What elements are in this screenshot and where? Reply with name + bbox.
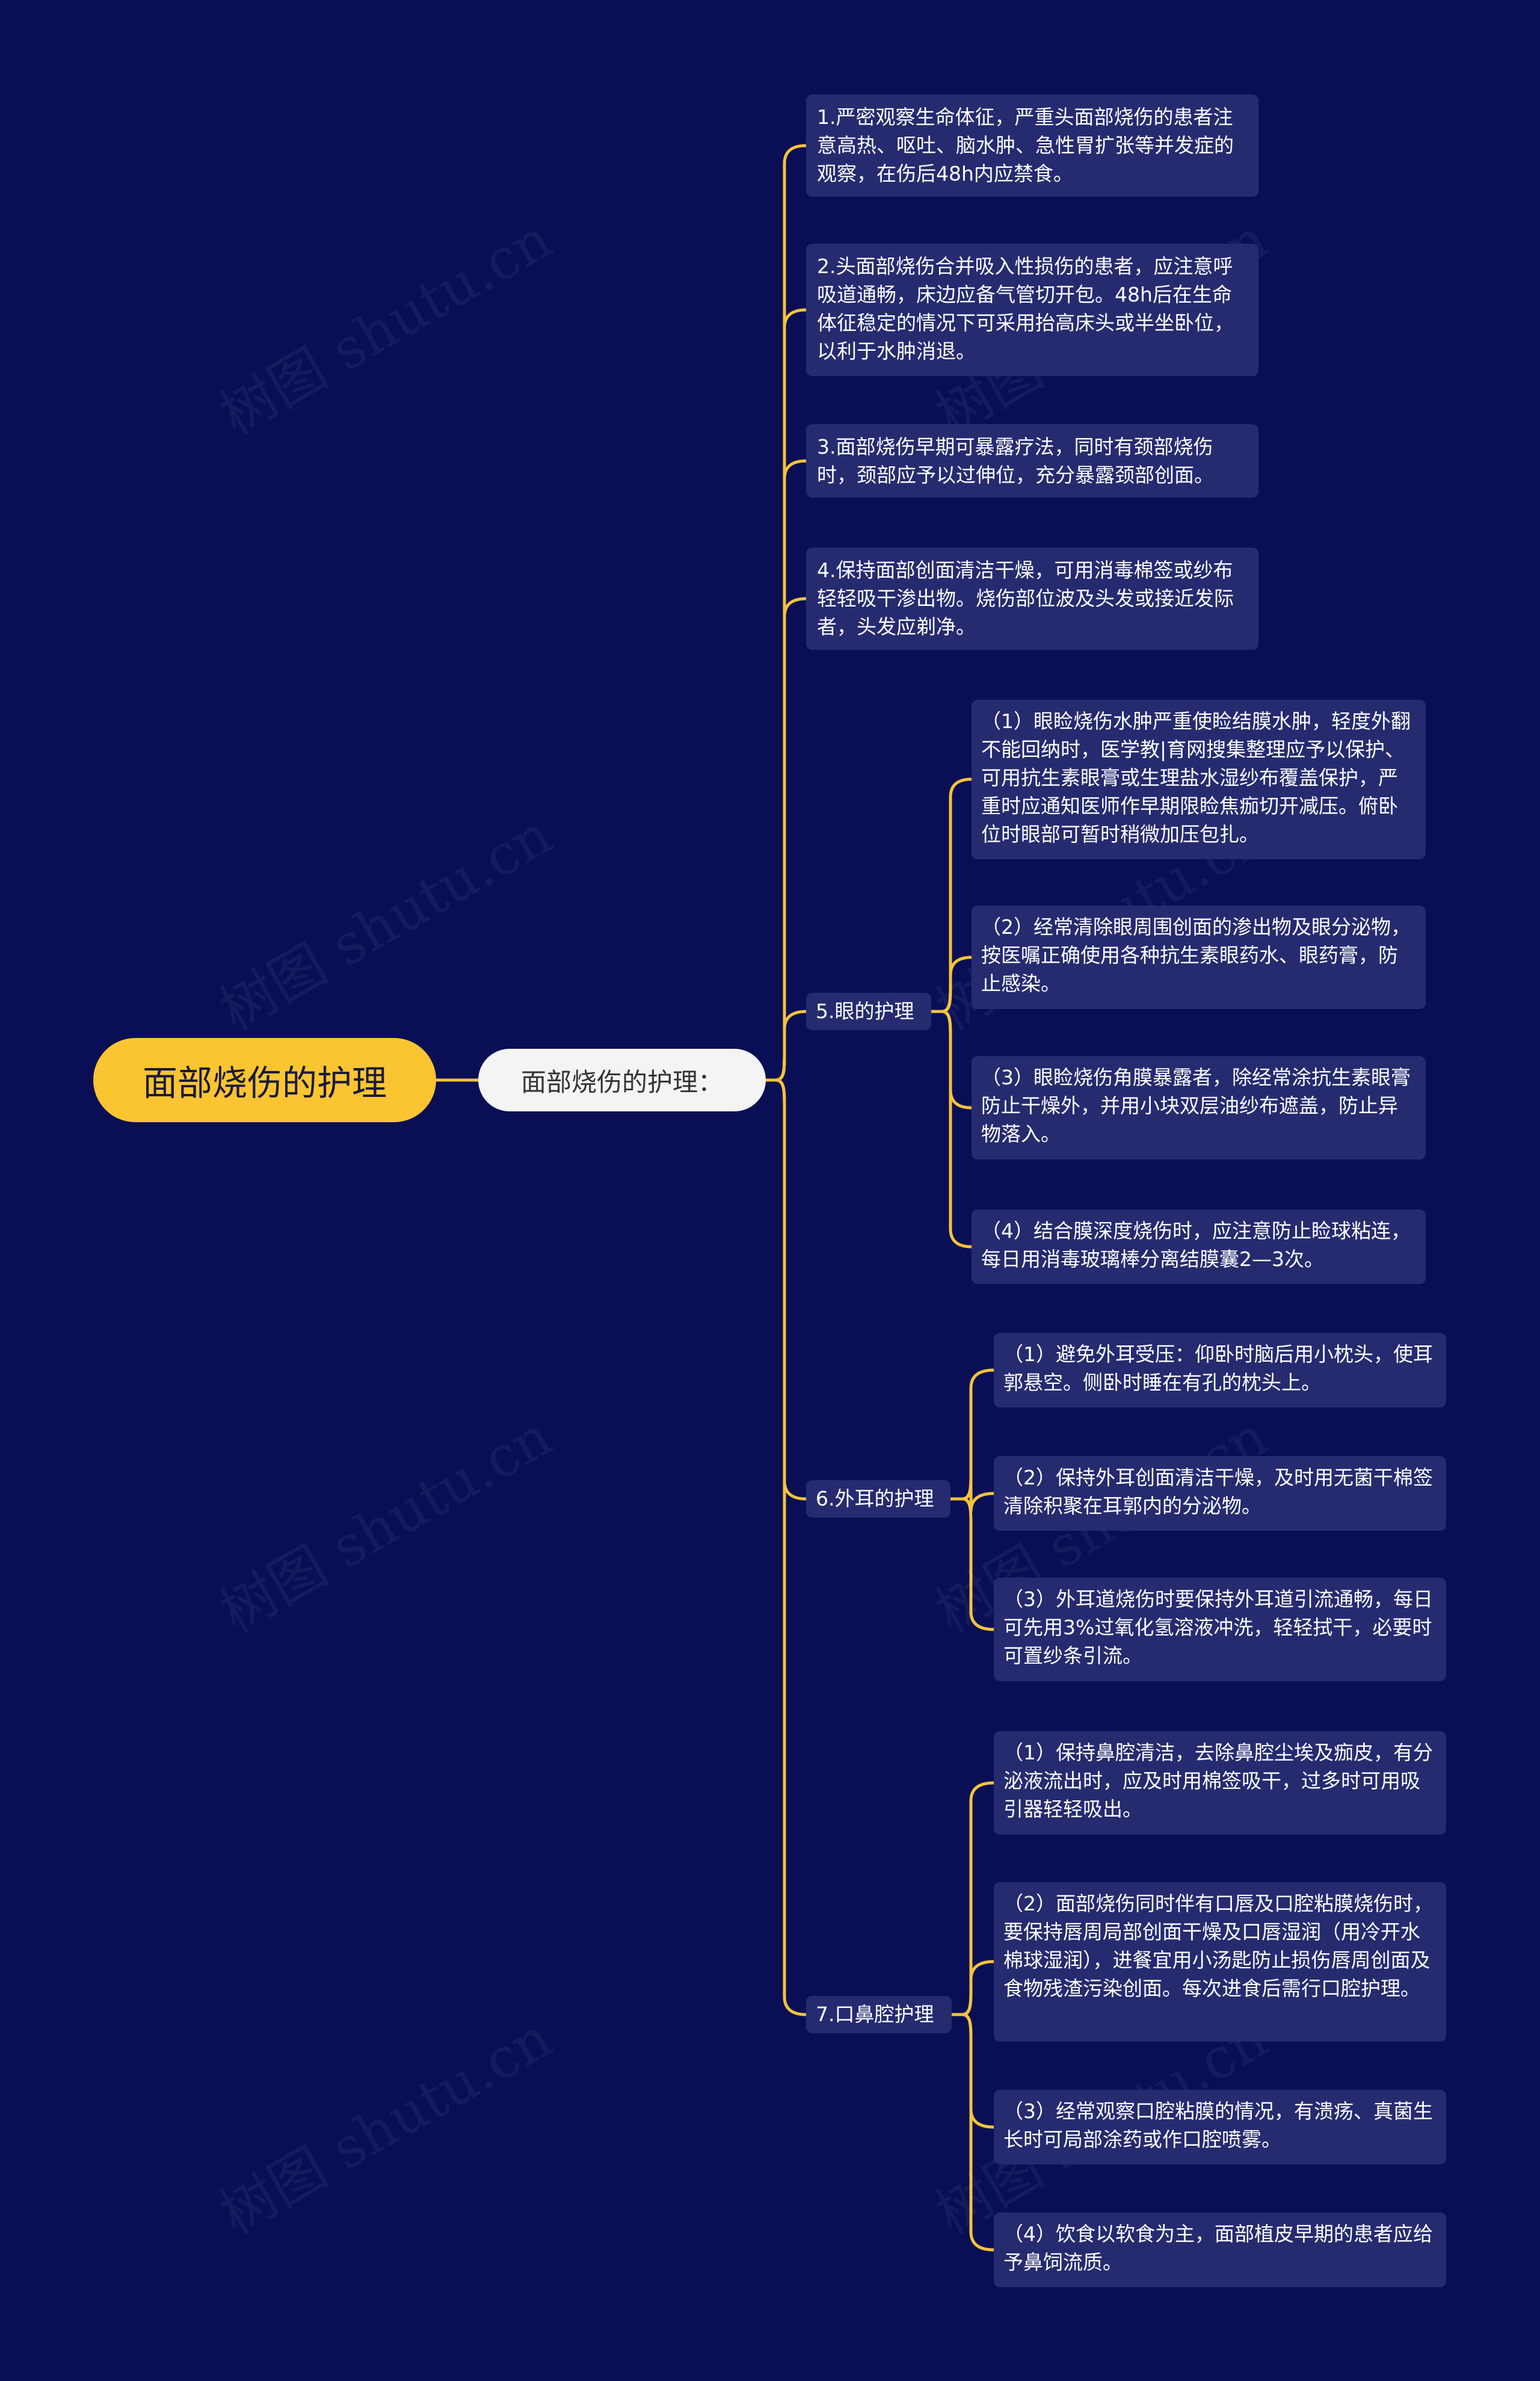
root-node[interactable]: 面部烧伤的护理 (93, 1038, 436, 1122)
mouth-nose-connector (961, 1960, 996, 2016)
eye-care-item[interactable]: （2）经常清除眼周围创面的渗出物及眼分泌物，按医嘱正确使用各种抗生素眼药水、眼药… (972, 906, 1426, 1009)
group-label-eye[interactable]: 5.眼的护理 (806, 993, 931, 1030)
ear-connector (961, 1474, 996, 1512)
main-connector (774, 144, 808, 1082)
group-label-ear[interactable]: 6.外耳的护理 (806, 1480, 950, 1518)
main-connector (774, 459, 808, 1082)
ear-care-item[interactable]: （1）避免外耳受压：仰卧时脑后用小枕头，使耳郭悬空。侧卧时睡在有孔的枕头上。 (994, 1333, 1446, 1407)
mouth-nose-care-item[interactable]: （1）保持鼻腔清洁，去除鼻腔尘埃及痂皮，有分泌液流出时，应及时用棉签吸干，过多时… (994, 1731, 1446, 1835)
ear-care-item[interactable]: （3）外耳道烧伤时要保持外耳道引流通畅，每日可先用3%过氧化氢溶液冲洗，轻轻拭干… (994, 1578, 1446, 1681)
mouth-nose-connector (961, 2013, 996, 2129)
item-node[interactable]: 2.头面部烧伤合并吸入性损伤的患者，应注意呼吸道通畅，床边应备气管切开包。48h… (806, 244, 1258, 376)
main-connector (774, 1010, 808, 1082)
mouth-nose-care-item[interactable]: （4）饮食以软食为主，面部植皮早期的患者应给予鼻饲流质。 (994, 2213, 1446, 2287)
item-node[interactable]: 3.面部烧伤早期可暴露疗法，同时有颈部烧伤时，颈部应予以过伸位，充分暴露颈部创面… (806, 424, 1258, 498)
item-node[interactable]: 4.保持面部创面清洁干燥，可用消毒棉签或纱布轻轻吸干渗出物。烧伤部位波及头发或接… (806, 548, 1258, 650)
group-label-mouth-nose[interactable]: 7.口鼻腔护理 (806, 1996, 952, 2033)
eye-care-item[interactable]: （1）眼睑烧伤水肿严重使睑结膜水肿，轻度外翻不能回纳时，医学教|育网搜集整理应予… (972, 700, 1426, 859)
eye-care-item[interactable]: （3）眼睑烧伤角膜暴露者，除经常涂抗生素眼膏防止干燥外，并用小块双层油纱布遮盖，… (972, 1056, 1426, 1160)
main-connector (774, 597, 808, 1082)
mouth-nose-connector (961, 2013, 996, 2252)
eye-connector (940, 956, 973, 1013)
level1-node[interactable]: 面部烧伤的护理： (478, 1049, 766, 1111)
main-connector (774, 1078, 808, 2016)
mouth-nose-connector (961, 1781, 996, 2016)
mouth-nose-care-item[interactable]: （3）经常观察口腔粘膜的情况，有溃疡、真菌生长时可局部涂药或作口腔喷雾。 (994, 2090, 1446, 2164)
mouth-nose-care-item[interactable]: （2）面部烧伤同时伴有口唇及口腔粘膜烧伤时，要保持唇周局部创面干燥及口唇湿润（用… (994, 1882, 1446, 2042)
ear-care-item[interactable]: （2）保持外耳创面清洁干燥，及时用无菌干棉签清除积聚在耳郭内的分泌物。 (994, 1456, 1446, 1531)
main-connector (774, 308, 808, 1082)
eye-connector (940, 1010, 973, 1249)
main-connector (774, 1078, 808, 1501)
ear-connector (961, 1497, 996, 1631)
item-node[interactable]: 1.严密观察生命体征，严重头面部烧伤的患者注意高热、呕吐、脑水肿、急性胃扩张等并… (806, 94, 1258, 197)
eye-care-item[interactable]: （4）结合膜深度烧伤时，应注意防止睑球粘连，每日用消毒玻璃棒分离结膜囊2—3次。 (972, 1209, 1426, 1284)
ear-connector (961, 1368, 996, 1501)
